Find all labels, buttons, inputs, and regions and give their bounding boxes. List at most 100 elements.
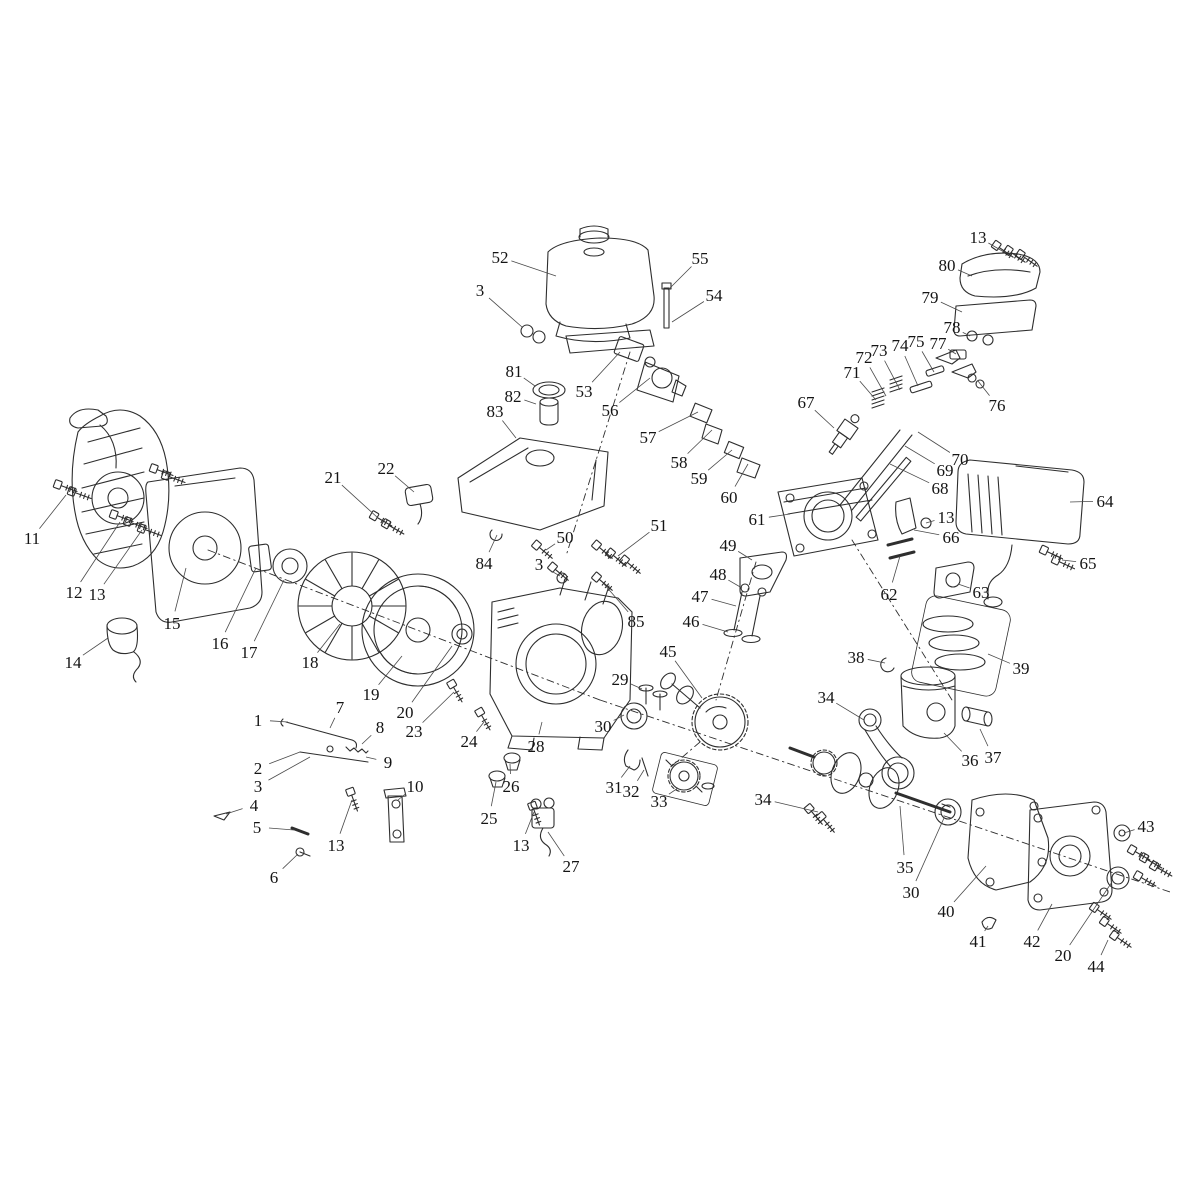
- throttle-linkage: [280, 718, 369, 763]
- crankcase-cover: [1027, 801, 1113, 911]
- oil-drain-plugs: [488, 752, 521, 788]
- retainer-clip-84: [489, 529, 503, 541]
- breather-tube: [539, 397, 559, 426]
- leader-line: [925, 520, 935, 524]
- leader-line: [619, 377, 651, 403]
- part-label-27: 27: [563, 857, 581, 876]
- leader-line: [630, 683, 643, 690]
- part-label-12: 12: [66, 583, 83, 602]
- bolt-icon: [474, 706, 492, 731]
- part-label-72: 72: [856, 348, 873, 367]
- part-label-40: 40: [938, 902, 955, 921]
- fan-fin: [305, 615, 336, 634]
- part-label-3: 3: [476, 281, 485, 300]
- leader-line: [913, 529, 940, 536]
- part-label-36: 36: [962, 751, 979, 770]
- leader-lines: [39, 242, 1135, 956]
- part-label-71: 71: [844, 363, 861, 382]
- rocker-valve-train: [871, 349, 985, 409]
- leader-line: [889, 463, 930, 484]
- leader-line: [814, 409, 835, 429]
- leader-line: [1069, 500, 1094, 503]
- bolt-icon: [1108, 929, 1132, 949]
- part-label-14: 14: [65, 653, 83, 672]
- ball-bearing-right: [934, 798, 962, 826]
- hardware-bolts: [52, 239, 1173, 949]
- leader-line: [547, 831, 565, 857]
- part-label-69: 69: [937, 461, 954, 480]
- part-label-20: 20: [397, 703, 414, 722]
- pivot-nuts: [949, 330, 994, 360]
- fan-fin: [305, 578, 336, 597]
- camshaft: [660, 672, 749, 751]
- tank-long-bolt: [661, 282, 672, 329]
- leader-line: [904, 445, 935, 465]
- leader-line: [917, 431, 951, 453]
- part-label-76: 76: [989, 396, 1006, 415]
- leader-line: [859, 380, 877, 401]
- leader-line: [545, 543, 556, 551]
- leader-line: [268, 756, 311, 781]
- leader-line: [774, 801, 819, 813]
- part-label-52: 52: [492, 248, 509, 267]
- fan-cover: [145, 467, 263, 623]
- part-label-18: 18: [302, 653, 319, 672]
- leader-line: [511, 260, 557, 277]
- part-label-13: 13: [513, 836, 530, 855]
- part-label-54: 54: [706, 286, 724, 305]
- part-label-11: 11: [24, 529, 40, 548]
- part-label-47: 47: [692, 587, 710, 606]
- leader-line: [603, 583, 629, 613]
- leader-line: [948, 348, 957, 355]
- fan-fin: [324, 622, 343, 653]
- leader-line: [940, 301, 963, 313]
- cover-gasket-right: [967, 793, 1050, 891]
- part-label-35: 35: [897, 858, 914, 877]
- part-label-13: 13: [89, 585, 106, 604]
- part-label-66: 66: [943, 528, 960, 547]
- bolt-icon: [1014, 248, 1038, 268]
- engine-parts-drawing: [69, 225, 1131, 930]
- leader-line: [365, 756, 377, 760]
- part-label-41: 41: [970, 932, 987, 951]
- small-clips: [213, 811, 311, 857]
- part-label-67: 67: [798, 393, 816, 412]
- part-label-65: 65: [1080, 554, 1097, 573]
- leader-line: [702, 624, 729, 633]
- leader-line: [253, 579, 285, 642]
- part-label-46: 46: [683, 612, 700, 631]
- leader-line: [329, 717, 336, 729]
- leader-line: [768, 513, 791, 518]
- bolt-icon: [591, 571, 613, 591]
- part-label-9: 9: [384, 753, 393, 772]
- leader-line: [378, 655, 403, 685]
- leader-line: [538, 721, 543, 735]
- bolt-icon: [547, 561, 569, 581]
- bolt-icon: [815, 811, 835, 833]
- muffler-bracket: [895, 497, 932, 535]
- leader-line: [943, 732, 962, 752]
- connecting-rod: [858, 708, 915, 790]
- leader-line: [711, 598, 737, 607]
- part-label-63: 63: [973, 583, 990, 602]
- bolt-icon: [1126, 844, 1151, 862]
- carburetor-assembly: [613, 336, 761, 479]
- governor-fork: [623, 749, 649, 777]
- part-label-60: 60: [721, 488, 738, 507]
- leader-line: [490, 781, 497, 807]
- part-label-62: 62: [881, 585, 898, 604]
- leader-line: [82, 637, 109, 656]
- part-label-44: 44: [1088, 957, 1106, 976]
- part-label-31: 31: [606, 778, 623, 797]
- leader-line: [904, 355, 919, 387]
- leader-line: [80, 521, 121, 583]
- part-label-6: 6: [270, 868, 279, 887]
- leader-line: [658, 411, 699, 432]
- leader-line: [987, 653, 1011, 664]
- governor-gear: [652, 752, 718, 806]
- nut-3d: [556, 572, 568, 584]
- part-label-78: 78: [944, 318, 961, 337]
- leader-line: [397, 793, 406, 801]
- leader-line: [737, 551, 753, 561]
- part-label-85: 85: [628, 612, 645, 631]
